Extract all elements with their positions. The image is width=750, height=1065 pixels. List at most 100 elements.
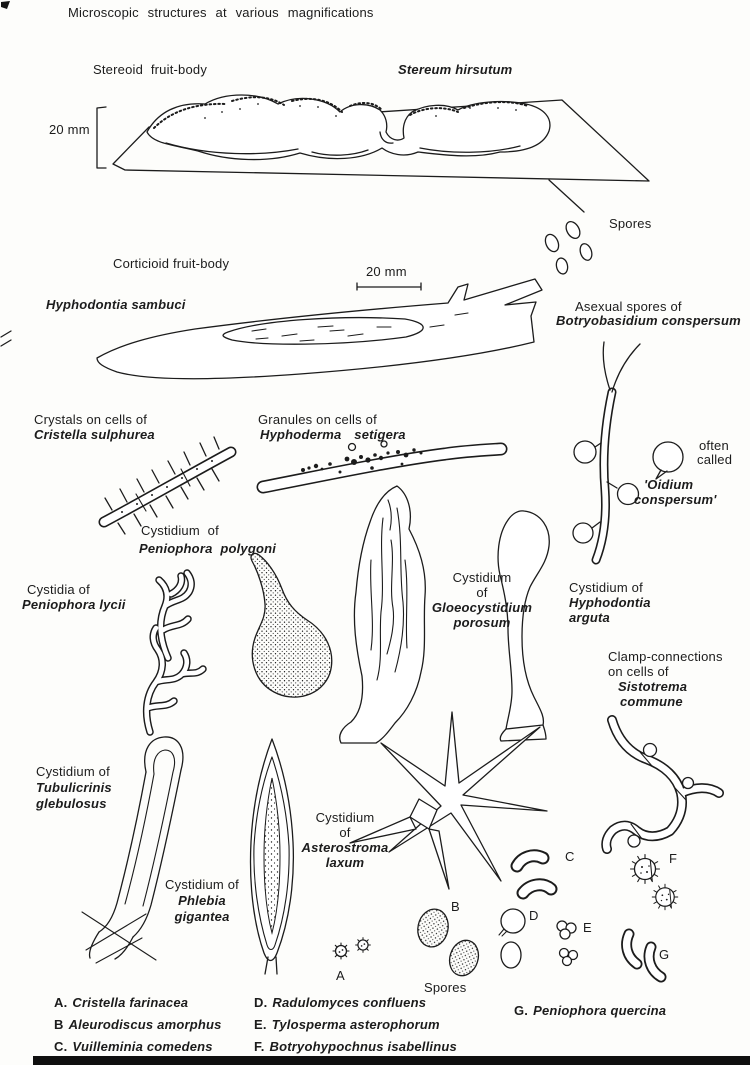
hyphodontia-sambuci-species: Hyphodontia sambuci	[46, 297, 186, 312]
spores-c-drawing	[510, 849, 558, 900]
legend-prefix: F.	[254, 1039, 265, 1054]
species-line: Hyphodontia	[569, 595, 651, 610]
botryobasidium-drawing	[572, 341, 684, 565]
lycii-caption: Cystidia of	[27, 582, 90, 597]
spores-d-drawing	[498, 908, 526, 969]
species-line: arguta	[569, 610, 610, 625]
legend-name: Aleurodiscus amorphus	[68, 1017, 222, 1032]
corticioid-drawing	[96, 278, 543, 380]
caption-line: Cystidium of	[165, 877, 239, 892]
called-label: called	[697, 452, 733, 467]
oidium-line2: conspersum'	[634, 492, 717, 507]
horizontal-scale-label: 20 mm	[366, 264, 407, 279]
tubulicrinis-drawing	[81, 736, 184, 964]
legend-name: Tylosperma asterophorum	[271, 1017, 440, 1032]
caption-line: of	[476, 585, 488, 600]
hyphoderma-species: Hyphoderma setigera	[260, 427, 406, 442]
legend-item-c: C. Vuilleminia comedens	[54, 1039, 213, 1054]
arguta-label: Cystidium of Hyphodontia arguta	[569, 580, 651, 625]
caption-line: of	[339, 825, 351, 840]
spore-letter-b: B	[451, 899, 460, 914]
cristella-drawing	[98, 436, 237, 535]
cristella-species: Cristella sulphurea	[34, 427, 155, 442]
sistotrema-label: Clamp-connections on cells of Sistotrema…	[608, 649, 723, 709]
top-spores-drawing	[544, 220, 593, 275]
stereoid-caption: Stereoid fruit-body	[93, 62, 208, 77]
scale-bar	[356, 282, 422, 291]
spores-b-drawing	[417, 908, 480, 977]
hyphoderma-drawing	[256, 440, 508, 494]
polygoni-drawing	[250, 552, 333, 698]
species-line: Tubulicrinis	[36, 780, 112, 795]
legend-name: Radulomyces confluens	[272, 995, 427, 1010]
phlebia-label: Cystidium of Phlebia gigantea	[160, 877, 244, 925]
caption-line: on cells of	[608, 664, 669, 679]
legend-item-e: E. Tylosperma asterophorum	[254, 1017, 440, 1032]
spores-g-drawing	[621, 928, 667, 983]
species-line: Asterostroma	[301, 840, 389, 855]
species-line: Phlebia	[178, 893, 226, 908]
legend-prefix: D.	[254, 995, 268, 1010]
polygoni-species: Peniophora polygoni	[139, 541, 277, 556]
tubulicrinis-label: Cystidium of Tubulicrinis glebulosus	[36, 764, 112, 812]
legend-item-f: F. Botryohypochnus isabellinus	[254, 1039, 457, 1054]
sistotrema-drawing	[601, 715, 724, 854]
legend-prefix: C.	[54, 1039, 68, 1054]
page-title: Microscopic structures at various magnif…	[68, 5, 374, 20]
spores-a-drawing	[332, 937, 371, 960]
legend-name: Peniophora quercina	[533, 1003, 667, 1018]
species-line: gigantea	[174, 909, 230, 924]
often-label: often	[699, 438, 729, 453]
vertical-scale-label: 20 mm	[49, 122, 90, 137]
stereum-spores-label: Spores	[609, 216, 652, 231]
species-line: Gloeocystidium	[431, 600, 533, 615]
spore-letter-g: G	[659, 947, 670, 962]
cristella-caption: Crystals on cells of	[34, 412, 148, 427]
phlebia-drawing	[249, 738, 294, 975]
caption-line: Cystidium of	[36, 764, 110, 779]
legend-name: Cristella farinacea	[72, 995, 189, 1010]
legend-item-b: B Aleurodiscus amorphus	[54, 1017, 222, 1032]
legend-item-d: D. Radulomyces confluens	[254, 995, 426, 1010]
polygoni-caption: Cystidium of	[141, 523, 219, 538]
species-line: commune	[620, 694, 683, 709]
botryobasidium-caption: Asexual spores of	[575, 299, 682, 314]
legend-item-g: G. Peniophora quercina	[514, 1003, 666, 1018]
stereum-drawing	[96, 94, 650, 213]
oidium-line1: 'Oidium	[644, 477, 694, 492]
spore-letter-c: C	[565, 849, 575, 864]
asterostroma-drawing	[349, 711, 548, 890]
legend-prefix: A.	[54, 995, 68, 1010]
hyphoderma-caption: Granules on cells of	[258, 412, 377, 427]
stereum-species: Stereum hirsutum	[398, 62, 513, 77]
spore-letter-e: E	[583, 920, 592, 935]
caption-line: Cystidium of	[569, 580, 643, 595]
legend-name: Botryohypochnus isabellinus	[269, 1039, 457, 1054]
legend-prefix: G.	[514, 1003, 529, 1018]
legend-name: Vuilleminia comedens	[72, 1039, 213, 1054]
caption-line: Clamp-connections	[608, 649, 723, 664]
lycii-drawing	[142, 569, 207, 736]
caption-line: Cystidium	[452, 570, 512, 585]
legend-item-a: A. Cristella farinacea	[54, 995, 188, 1010]
botryobasidium-species: Botryobasidium conspersum	[556, 313, 741, 328]
gloeocystidium-drawing	[339, 485, 426, 744]
corticioid-caption: Corticioid fruit-body	[113, 256, 230, 271]
caption-line: Cystidium	[315, 810, 375, 825]
spore-letter-d: D	[529, 908, 539, 923]
species-line: laxum	[325, 855, 365, 870]
gloeocystidium-label: Cystidium of Gloeocystidium porosum	[430, 570, 534, 630]
asterostroma-label: Cystidium of Asterostroma laxum	[297, 810, 393, 870]
bottom-spores-label: Spores	[424, 980, 467, 995]
lycii-species: Peniophora lycii	[22, 597, 126, 612]
species-line: Sistotrema	[618, 679, 688, 694]
spore-letter-f: F	[669, 851, 678, 866]
spore-letter-a: A	[336, 968, 345, 983]
legend-prefix: B	[54, 1017, 64, 1032]
species-line: glebulosus	[36, 796, 107, 811]
spores-e-drawing	[556, 920, 579, 967]
legend-prefix: E.	[254, 1017, 267, 1032]
